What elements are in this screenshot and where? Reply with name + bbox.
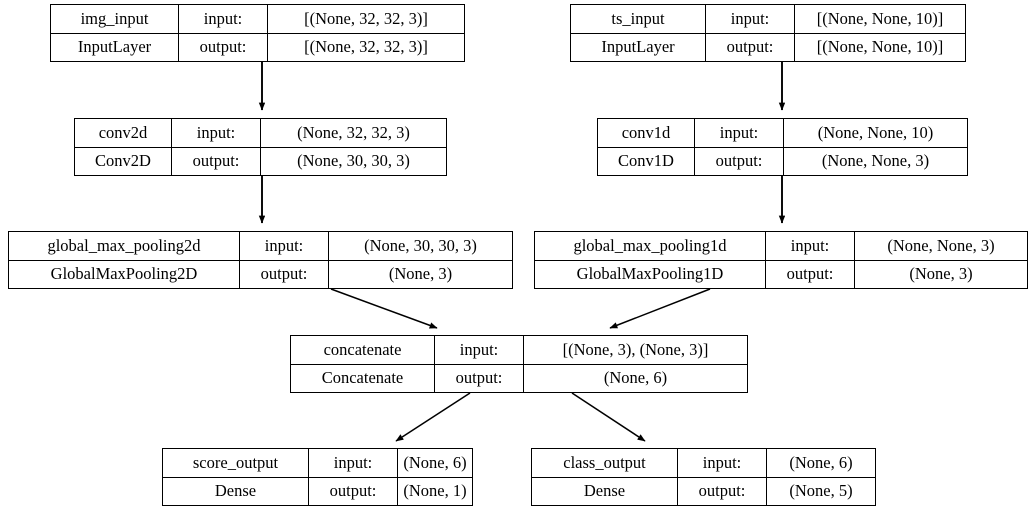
input-shape: (None, 32, 32, 3) (297, 122, 410, 142)
layer-name: score_output (163, 449, 309, 477)
input-shape: [(None, 32, 32, 3)] (304, 8, 428, 28)
output-label: output: (179, 33, 268, 61)
output-shape: (None, 5) (789, 481, 853, 500)
input-label: input: (240, 232, 329, 260)
edge-concatenate-to-score_output (395, 392, 471, 442)
layer-name: ts_input (571, 5, 706, 33)
output-label: output: (766, 260, 855, 288)
layer-class: GlobalMaxPooling2D (9, 260, 240, 288)
layer-class: Conv1D (598, 147, 695, 175)
output-shape: [(None, None, 10)] (816, 37, 944, 56)
input-label: input: (695, 119, 784, 147)
input-label: input: (172, 119, 261, 147)
layer-name: global_max_pooling1d (535, 232, 766, 260)
output-label: output: (435, 364, 524, 392)
output-shape: (None, 30, 30, 3) (297, 151, 410, 170)
input-label: input: (678, 449, 767, 477)
output-shape: (None, None, 3) (821, 151, 930, 170)
edge-global_max_pooling1d-to-concatenate (609, 288, 711, 329)
input-shape: (None, 6) (403, 452, 467, 472)
input-label: input: (179, 5, 268, 33)
input-label: input: (706, 5, 795, 33)
output-label: output: (678, 477, 767, 505)
layer-name: conv2d (75, 119, 172, 147)
output-label: output: (706, 33, 795, 61)
input-shape: (None, 6) (789, 452, 853, 472)
layer-class: GlobalMaxPooling1D (535, 260, 766, 288)
edge-global_max_pooling2d-to-concatenate (330, 288, 438, 329)
edge-concatenate-to-class_output (571, 392, 646, 442)
output-shape: (None, 1) (403, 481, 467, 500)
input-shape: [(None, None, 10)] (816, 8, 944, 28)
output-label: output: (695, 147, 784, 175)
input-shape: (None, None, 10) (817, 122, 934, 142)
output-shape: [(None, 32, 32, 3)] (304, 37, 428, 56)
layer-name: class_output (532, 449, 678, 477)
layer-name: global_max_pooling2d (9, 232, 240, 260)
output-label: output: (240, 260, 329, 288)
layer-class: Dense (532, 477, 678, 505)
input-label: input: (435, 336, 524, 364)
input-label: input: (309, 449, 398, 477)
input-shape: [(None, 3), (None, 3)] (562, 339, 709, 359)
input-shape: (None, 30, 30, 3) (364, 235, 477, 255)
output-label: output: (309, 477, 398, 505)
layer-class: InputLayer (51, 33, 179, 61)
output-shape: (None, 3) (388, 264, 453, 283)
output-label: output: (172, 147, 261, 175)
layer-class: Conv2D (75, 147, 172, 175)
layer-name: concatenate (291, 336, 435, 364)
layer-class: Dense (163, 477, 309, 505)
layer-class: Concatenate (291, 364, 435, 392)
layer-name: img_input (51, 5, 179, 33)
output-shape: (None, 3) (909, 264, 973, 283)
layer-name: conv1d (598, 119, 695, 147)
layer-class: InputLayer (571, 33, 706, 61)
output-shape: (None, 6) (603, 368, 668, 387)
input-shape: (None, None, 3) (887, 235, 995, 255)
input-label: input: (766, 232, 855, 260)
